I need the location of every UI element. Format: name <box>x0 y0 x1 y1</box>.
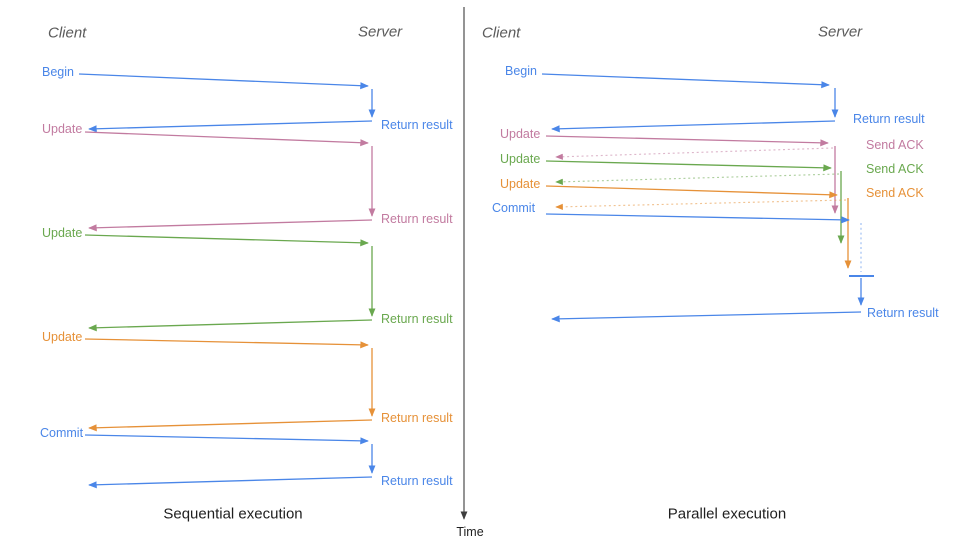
par-update2-response-label: Send ACK <box>866 162 924 176</box>
sequential-title: Sequential execution <box>163 506 302 523</box>
par-message-update2: Update Send ACK <box>500 152 924 244</box>
seq-update2-request-arrow <box>84 234 369 247</box>
time-axis: Time <box>456 7 484 539</box>
par-message-update1: Update Send ACK <box>500 127 924 214</box>
seq-update1-return-arrow <box>88 219 373 232</box>
seq-update3-return-arrow <box>88 419 373 432</box>
seq-server-header: Server <box>358 24 403 41</box>
seq-begin-request-arrow <box>78 73 369 90</box>
seq-commit-label: Commit <box>40 426 84 440</box>
par-update2-request-arrow <box>545 160 832 172</box>
seq-message-update2: Update Return result <box>42 226 453 332</box>
seq-commit-request-arrow <box>84 434 369 445</box>
seq-message-update3: Update Return result <box>42 330 453 432</box>
seq-update1-request-arrow <box>84 131 369 147</box>
par-message-commit: Commit Return result <box>492 201 939 323</box>
par-begin-label: Begin <box>505 64 537 78</box>
seq-begin-response-label: Return result <box>381 118 453 132</box>
seq-update2-label: Update <box>42 226 82 240</box>
seq-message-begin: Begin Return result <box>42 65 453 133</box>
seq-message-commit: Commit Return result <box>40 426 453 489</box>
par-update3-label: Update <box>500 177 540 191</box>
seq-commit-response-label: Return result <box>381 474 453 488</box>
seq-update2-response-label: Return result <box>381 312 453 326</box>
seq-commit-return-arrow <box>88 476 373 489</box>
par-commit-request-arrow <box>545 213 850 224</box>
par-update1-label: Update <box>500 127 540 141</box>
seq-begin-label: Begin <box>42 65 74 79</box>
par-commit-label: Commit <box>492 201 536 215</box>
parallel-panel: Client Server Begin Return result Update… <box>482 24 939 523</box>
seq-update3-response-label: Return result <box>381 411 453 425</box>
par-update3-request-arrow <box>545 185 838 199</box>
par-begin-response-label: Return result <box>853 112 925 126</box>
par-update3-ack-dotted-arrow <box>555 199 847 210</box>
seq-begin-return-arrow <box>88 120 373 133</box>
par-message-begin: Begin Return result <box>505 64 925 133</box>
par-begin-return-arrow <box>551 120 836 133</box>
seq-message-update1: Update Return result <box>42 122 453 232</box>
par-update2-label: Update <box>500 152 540 166</box>
seq-update3-request-arrow <box>84 338 369 349</box>
par-update1-response-label: Send ACK <box>866 138 924 152</box>
time-axis-label: Time <box>456 525 483 539</box>
sequential-panel: Client Server Begin Return result Update… <box>40 24 453 523</box>
seq-update1-label: Update <box>42 122 82 136</box>
par-client-header: Client <box>482 25 521 42</box>
seq-client-header: Client <box>48 25 87 42</box>
par-update1-request-arrow <box>545 135 829 147</box>
par-begin-request-arrow <box>541 73 830 89</box>
par-update1-ack-dotted-arrow <box>555 147 834 160</box>
par-commit-response-label: Return result <box>867 306 939 320</box>
par-server-header: Server <box>818 24 863 41</box>
parallel-title: Parallel execution <box>668 506 786 523</box>
par-update3-response-label: Send ACK <box>866 186 924 200</box>
par-commit-return-arrow <box>551 311 862 323</box>
par-message-update3: Update Send ACK <box>500 177 924 269</box>
par-update2-ack-dotted-arrow <box>555 173 840 185</box>
seq-update1-response-label: Return result <box>381 212 453 226</box>
seq-update2-return-arrow <box>88 319 373 332</box>
seq-update3-label: Update <box>42 330 82 344</box>
